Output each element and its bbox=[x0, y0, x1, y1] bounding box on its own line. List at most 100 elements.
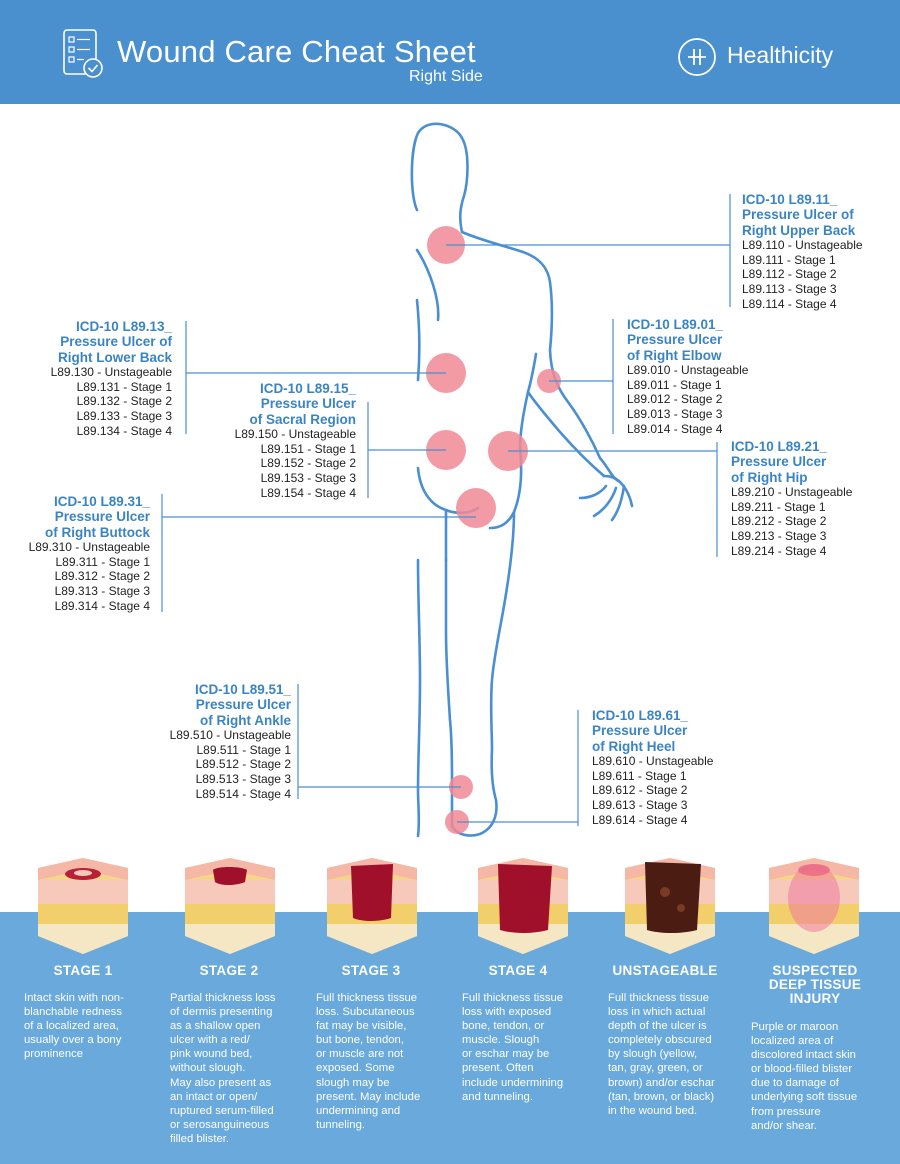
label-title: ICD-10 L89.31_ bbox=[53, 494, 150, 509]
brand-name: Healthicity bbox=[727, 42, 834, 68]
desc-line: Full thickness tissue bbox=[316, 992, 418, 1004]
code-line: L89.514 - Stage 4 bbox=[195, 787, 291, 802]
desc-line: Intact skin with non- bbox=[24, 992, 124, 1004]
desc-line: muscle. Slough bbox=[462, 1034, 540, 1047]
desc-line: from pressure bbox=[751, 1105, 821, 1118]
desc-line: fat may be visible, bbox=[316, 1020, 407, 1033]
code-line: L89.311 - Stage 1 bbox=[55, 554, 150, 569]
label-title: Pressure Ulcer of bbox=[60, 334, 172, 350]
stage-2-description: Partial thickness loss of dermis present… bbox=[170, 991, 298, 1146]
label-title: of Right Ankle bbox=[200, 712, 291, 728]
desc-line: May also present as bbox=[170, 1076, 272, 1089]
label-title: Pressure Ulcer bbox=[731, 454, 827, 470]
desc-line: due to damage of bbox=[751, 1077, 839, 1090]
label-title: ICD-10 L89.01_ bbox=[627, 317, 724, 332]
desc-line: loss in which actual bbox=[608, 1006, 706, 1019]
label-title: Right Lower Back bbox=[57, 349, 172, 365]
label-title: of Right Heel bbox=[592, 738, 676, 754]
label-lower-back: ICD-10 L89.13_ Pressure Ulcer of Right L… bbox=[22, 319, 172, 439]
code-line: L89.150 - Unstageable bbox=[234, 426, 356, 441]
desc-line: loss with exposed bbox=[462, 1006, 552, 1019]
desc-line: Partial thickness loss bbox=[170, 992, 276, 1004]
body-outline-arm bbox=[526, 390, 606, 478]
code-line: L89.151 - Stage 1 bbox=[260, 441, 356, 456]
desc-line: include undermining bbox=[462, 1076, 564, 1089]
code-line: L89.010 - Unstageable bbox=[627, 362, 749, 377]
desc-line: tan, gray, green, or bbox=[608, 1062, 703, 1075]
unstageable-title: UNSTAGEABLE bbox=[595, 964, 735, 978]
stage-title-line: STAGE 3 bbox=[341, 963, 401, 978]
desc-line: or serosanguineous bbox=[170, 1118, 270, 1131]
code-line: L89.130 - Unstageable bbox=[50, 364, 172, 379]
stage-4-description: Full thickness tissue loss with exposed … bbox=[462, 991, 590, 1104]
checklist-icon bbox=[63, 29, 103, 78]
desc-line: but bone, tendon, bbox=[316, 1034, 404, 1047]
deep-tissue-illustration bbox=[769, 858, 859, 954]
code-line: L89.511 - Stage 1 bbox=[196, 742, 291, 757]
leader-hip bbox=[508, 442, 718, 557]
label-title: ICD-10 L89.11_ bbox=[742, 192, 838, 207]
code-line: L89.114 - Stage 4 bbox=[742, 297, 837, 312]
code-line: L89.112 - Stage 2 bbox=[742, 267, 837, 282]
deep-tissue-description: Purple or maroon localized area of disco… bbox=[751, 1020, 879, 1133]
leader-sacral bbox=[367, 402, 446, 498]
body-outline-head bbox=[410, 122, 469, 234]
desc-line: usually over a bony bbox=[24, 1034, 122, 1047]
code-line: L89.213 - Stage 3 bbox=[731, 529, 827, 544]
stage-title-line: UNSTAGEABLE bbox=[612, 963, 718, 978]
leader-elbow bbox=[549, 319, 614, 434]
code-line: L89.132 - Stage 2 bbox=[76, 394, 172, 409]
stage-title-line: INJURY bbox=[789, 991, 841, 1006]
label-title: Right Upper Back bbox=[742, 222, 856, 238]
label-ankle: ICD-10 L89.51_ Pressure Ulcer of Right A… bbox=[150, 682, 291, 802]
code-line: L89.613 - Stage 3 bbox=[592, 798, 688, 813]
label-title: Pressure Ulcer bbox=[195, 697, 291, 713]
code-line: L89.011 - Stage 1 bbox=[627, 377, 722, 392]
desc-line: and/or shear. bbox=[751, 1119, 817, 1132]
code-line: L89.014 - Stage 4 bbox=[627, 422, 723, 437]
desc-line: Purple or maroon bbox=[751, 1021, 839, 1033]
leader-ankle bbox=[297, 684, 461, 799]
header-banner: Wound Care Cheat Sheet Right Side Health… bbox=[0, 0, 900, 104]
stage-1-illustration bbox=[38, 858, 128, 954]
code-line: L89.110 - Unstageable bbox=[742, 237, 863, 252]
desc-line: (tan, brown, or black) bbox=[608, 1090, 715, 1103]
desc-line: and tunneling. bbox=[462, 1090, 533, 1103]
body-outline-left bbox=[415, 298, 422, 838]
stage-title-line: STAGE 4 bbox=[488, 963, 548, 978]
stage-3-title: STAGE 3 bbox=[301, 964, 441, 978]
desc-line: discolored intact skin bbox=[751, 1049, 856, 1062]
stage-2-title: STAGE 2 bbox=[159, 964, 299, 978]
desc-line: of dermis presenting bbox=[170, 1006, 273, 1019]
unstageable-description: Full thickness tissue loss in which actu… bbox=[608, 991, 736, 1118]
body-outline-back bbox=[460, 230, 622, 484]
desc-line: of a localized area, bbox=[24, 1020, 119, 1033]
desc-line: in the wound bed. bbox=[608, 1104, 698, 1117]
code-line: L89.133 - Stage 3 bbox=[76, 409, 172, 424]
label-title: ICD-10 L89.21_ bbox=[731, 439, 828, 454]
code-line: L89.314 - Stage 4 bbox=[54, 599, 150, 614]
code-line: L89.510 - Unstageable bbox=[169, 727, 291, 742]
body-outline-leg bbox=[450, 510, 516, 837]
label-title: Pressure Ulcer bbox=[592, 723, 688, 739]
desc-line: ruptured serum-filled bbox=[170, 1104, 274, 1117]
label-title: of Right Elbow bbox=[627, 347, 722, 363]
desc-line: Full thickness tissue bbox=[462, 992, 564, 1004]
stage-4-title: STAGE 4 bbox=[448, 964, 588, 978]
desc-line: bone, tendon, or bbox=[462, 1020, 545, 1033]
desc-line: undermining and bbox=[316, 1104, 401, 1117]
label-sacral: ICD-10 L89.15_ Pressure Ulcer of Sacral … bbox=[208, 381, 356, 501]
desc-line: depth of the ulcer is bbox=[608, 1020, 707, 1033]
stage-1-title: STAGE 1 bbox=[13, 964, 153, 978]
desc-line: Full thickness tissue bbox=[608, 992, 710, 1004]
stage-title-line: STAGE 1 bbox=[53, 963, 113, 978]
code-line: L89.211 - Stage 1 bbox=[731, 499, 826, 514]
code-line: L89.210 - Unstageable bbox=[731, 484, 853, 499]
page-subtitle: Right Side bbox=[409, 68, 483, 85]
unstageable-illustration bbox=[625, 858, 715, 954]
label-title: ICD-10 L89.61_ bbox=[592, 708, 689, 723]
label-title: Pressure Ulcer of bbox=[742, 207, 854, 223]
stage-title-line: DEEP TISSUE bbox=[768, 977, 862, 992]
page-title: Wound Care Cheat Sheet bbox=[117, 34, 476, 69]
desc-line: exposed. Some bbox=[316, 1062, 395, 1075]
